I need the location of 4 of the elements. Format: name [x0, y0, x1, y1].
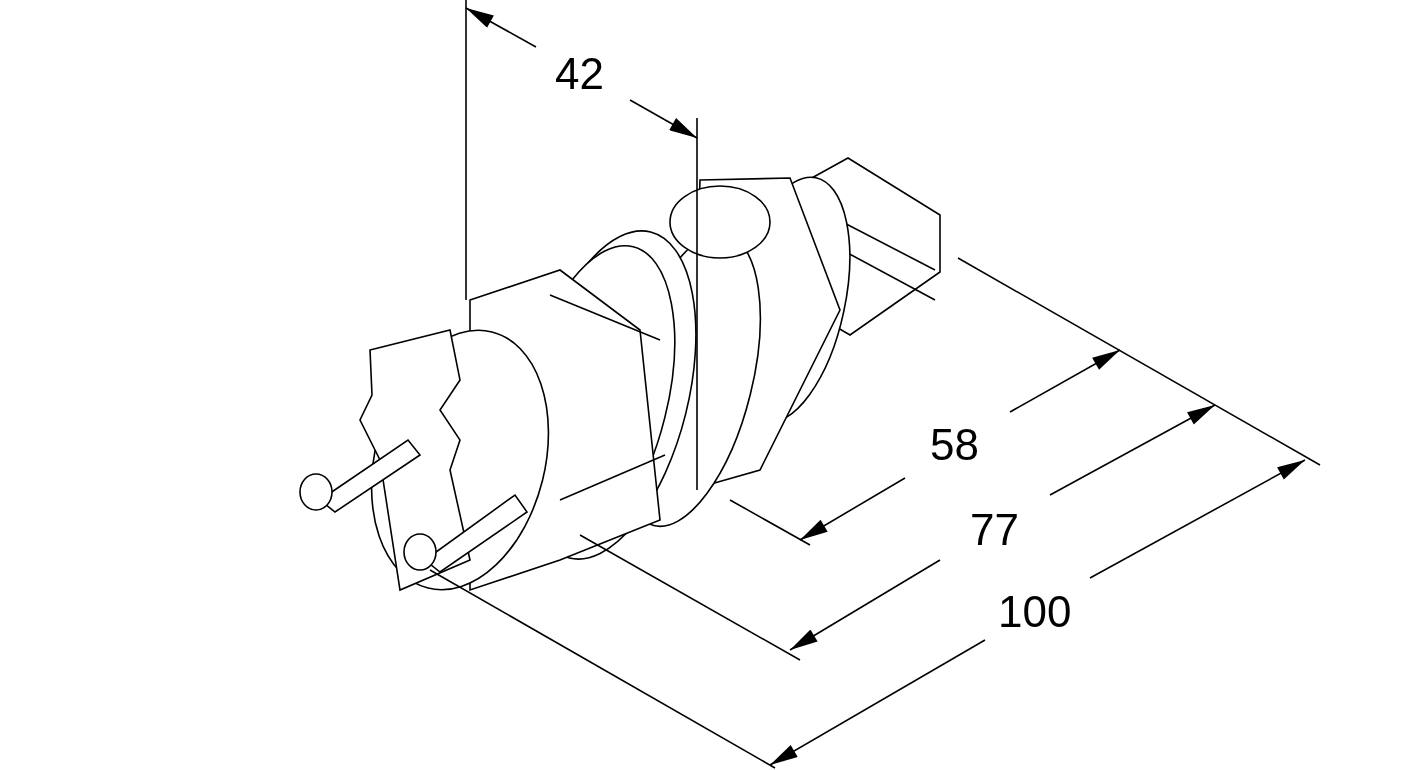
dimension-label: 42	[555, 52, 604, 96]
dimension-label: 58	[930, 423, 979, 467]
dimension-label: 77	[970, 508, 1019, 552]
dimension-label: 100	[998, 590, 1072, 634]
